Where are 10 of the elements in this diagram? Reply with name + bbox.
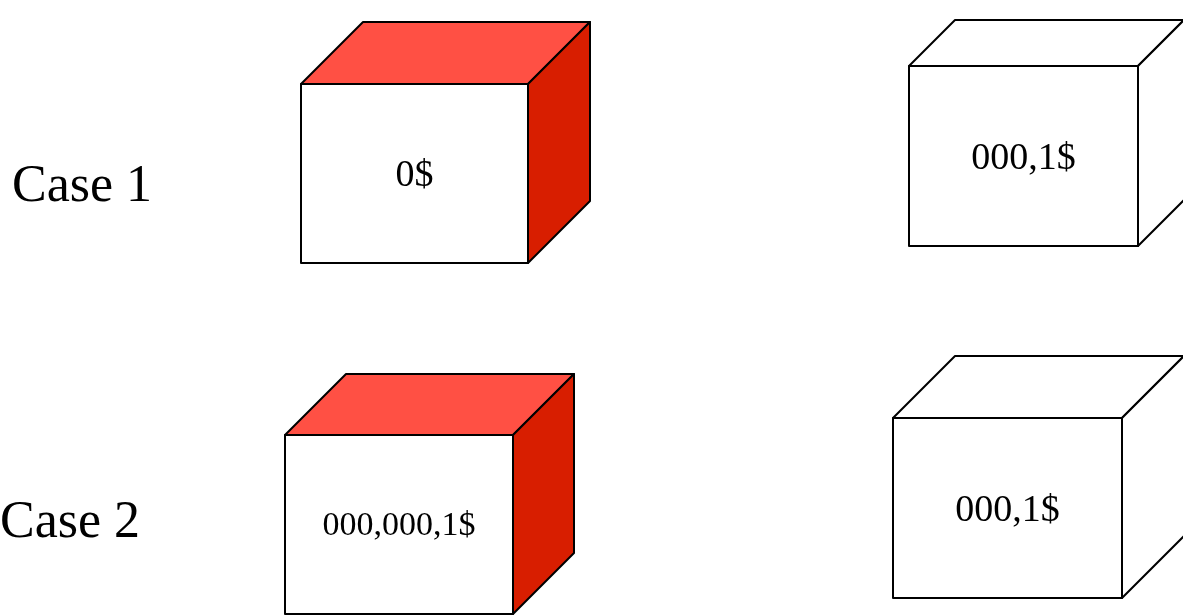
cube-value: 000,1$: [970, 134, 1077, 179]
case-label: Case 1: [12, 158, 153, 210]
cube: [284, 373, 575, 615]
cube-value: 000,000,1$: [321, 504, 477, 545]
cube: [300, 21, 591, 264]
case-label: Case 2: [0, 494, 141, 546]
cube: [892, 355, 1183, 599]
cube: [908, 19, 1183, 247]
cube-value: 000,1$: [954, 486, 1061, 531]
cube-value: 0$: [394, 151, 435, 197]
